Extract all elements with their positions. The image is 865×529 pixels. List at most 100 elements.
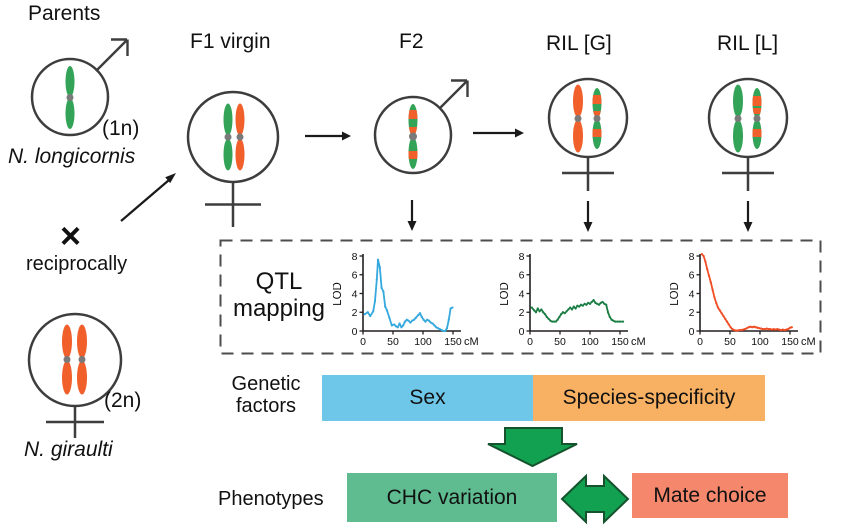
lod-point [572, 305, 575, 308]
lod-point [412, 318, 416, 321]
lod-point [431, 322, 434, 325]
lod-point [704, 260, 707, 263]
chromosome-orange [62, 324, 72, 395]
x-tick-label: 100 [414, 336, 432, 348]
lod-point [393, 323, 396, 326]
x-tick-label: 0 [697, 336, 703, 348]
lod-point [411, 319, 414, 322]
x-tick-label: 150 [611, 336, 629, 348]
f1-female-cell [186, 90, 280, 227]
qtl-mapping-line2: mapping [232, 294, 326, 322]
lod-point [783, 328, 786, 332]
parents-label: Parents [28, 2, 101, 25]
lod-point [702, 254, 705, 258]
arrow-f2-to-rilg [473, 128, 524, 138]
lod-point [560, 313, 563, 316]
lod-point [718, 309, 721, 312]
lod-point [763, 328, 766, 331]
qtl-mapping-dashed-box [219, 239, 822, 355]
y-tick-label: 6 [352, 270, 358, 282]
lod-point [733, 328, 736, 332]
f2-label: F2 [399, 30, 424, 53]
lod-point [366, 311, 369, 314]
chc-variation-box: CHC variation [347, 473, 557, 522]
lod-point [767, 328, 770, 331]
lod-point [449, 307, 452, 310]
lod-point [713, 296, 716, 299]
lod-point [731, 328, 734, 331]
lod-point [700, 253, 703, 256]
lod-point [422, 318, 425, 321]
lod-point [394, 325, 398, 328]
y-tick-label: 2 [352, 307, 358, 319]
y-tick-label: 2 [689, 307, 695, 319]
arrow-rill-down [743, 201, 753, 232]
lod-point [530, 306, 533, 309]
ril-g-female-cell [547, 77, 629, 232]
lod-point [770, 328, 774, 331]
x-tick-label: 150 [781, 336, 799, 348]
y-tick-label: 4 [352, 288, 358, 300]
species-specificity-factor-box: Species-specificity [533, 375, 765, 421]
lod-point [563, 312, 566, 315]
lod-point [597, 303, 601, 306]
male-symbol-icon [439, 79, 469, 109]
x-tick-label: 100 [751, 336, 769, 348]
chromosome-orange [573, 84, 583, 153]
y-axis-label: LOD [670, 282, 681, 306]
lod-point [445, 327, 449, 330]
chromosome-green [65, 66, 75, 129]
lod-point [396, 326, 399, 329]
cross-icon: × [60, 215, 82, 256]
y-tick-label: 2 [519, 307, 525, 319]
lod-point [384, 305, 387, 308]
phenotypes-label: Phenotypes [218, 488, 324, 510]
lod-point [414, 316, 417, 319]
lod-point [776, 328, 779, 331]
lod-point [390, 324, 393, 327]
reciprocal-cross-arrow [120, 173, 176, 222]
lod-point [787, 328, 790, 331]
mate-choice-box: Mate choice [632, 473, 788, 518]
lod-point [447, 318, 450, 321]
lod-point [435, 326, 438, 329]
lod-point [587, 301, 590, 304]
lod-point [424, 320, 427, 323]
x-tick-label: 50 [724, 336, 736, 348]
lod-point [565, 310, 568, 313]
lod-point [747, 326, 750, 329]
parent-male-cell [30, 38, 129, 137]
lod-point [583, 302, 586, 305]
lod-point [596, 302, 599, 305]
x-unit-label: cM [631, 336, 646, 348]
lod-point [436, 327, 440, 330]
x-tick-label: 50 [554, 336, 566, 348]
lod-point [551, 320, 554, 323]
parent-female-cell [27, 312, 123, 438]
y-tick-label: 8 [689, 251, 695, 263]
lod-point [369, 314, 372, 318]
y-tick-label: 4 [519, 288, 525, 300]
lod-point [576, 304, 579, 307]
lod-point [601, 300, 604, 304]
chromosome-green [223, 103, 233, 171]
lod-point [579, 303, 583, 306]
lod-point [758, 327, 761, 330]
lod-point [426, 318, 429, 321]
lod-point [761, 328, 765, 331]
lod-point [765, 327, 768, 330]
lod-point [549, 319, 552, 322]
ril-g-label: RIL [G] [546, 32, 612, 55]
lod-point [618, 320, 622, 323]
lod-point [599, 301, 602, 304]
lod-point [720, 312, 723, 315]
lod-point [772, 328, 775, 331]
lod-point [440, 328, 443, 332]
chromosome-recombinant [752, 88, 762, 149]
lod-point [378, 266, 381, 269]
lod-point [536, 307, 539, 310]
chromosome-orange [77, 324, 87, 395]
lod-point [385, 309, 389, 312]
